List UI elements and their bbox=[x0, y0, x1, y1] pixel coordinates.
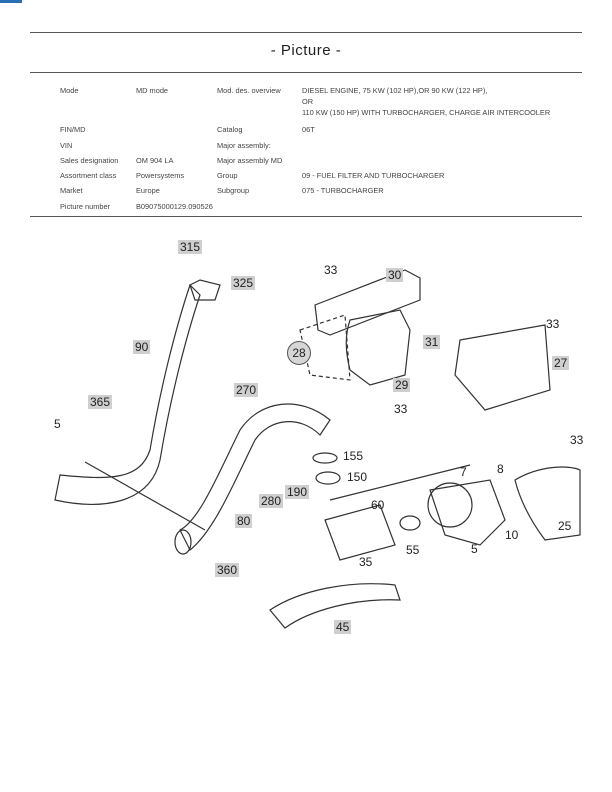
callout-5: 5 bbox=[471, 542, 478, 556]
callout-80: 80 bbox=[235, 514, 253, 528]
pipe-80 bbox=[179, 403, 331, 551]
overview-line-1: DIESEL ENGINE, 75 KW (102 HP),OR 90 KW (… bbox=[302, 86, 488, 95]
flange-325 bbox=[189, 279, 221, 301]
callout-10: 10 bbox=[505, 528, 519, 542]
callout-28: 28 bbox=[287, 341, 311, 365]
parts-diagram bbox=[54, 269, 581, 629]
callout-31: 31 bbox=[423, 335, 441, 349]
callout-55: 55 bbox=[406, 543, 420, 557]
hose-45 bbox=[269, 583, 401, 629]
callout-partial: 5 bbox=[54, 417, 61, 431]
group-label: Group bbox=[217, 171, 238, 180]
subgroup-value: 075 - TURBOCHARGER bbox=[302, 186, 384, 195]
vin-label: VIN bbox=[60, 141, 73, 150]
callout-7: 7 bbox=[460, 465, 467, 479]
seal-155 bbox=[312, 452, 338, 464]
heat-shield-27 bbox=[454, 324, 551, 411]
clamp-150 bbox=[315, 471, 341, 485]
mode-value: MD mode bbox=[136, 86, 169, 95]
assortment-label: Assortment class bbox=[60, 171, 117, 180]
table-divider bbox=[30, 216, 582, 217]
major-assembly-label: Major assembly: bbox=[217, 141, 271, 150]
overview-label: Mod. des. overview bbox=[217, 86, 281, 95]
picture-number-value: B09075000129.090526 bbox=[136, 202, 213, 211]
callout-27: 27 bbox=[552, 356, 570, 370]
top-divider bbox=[30, 32, 582, 33]
fin-label: FIN/MD bbox=[60, 125, 86, 134]
callout-270: 270 bbox=[234, 383, 259, 397]
market-label: Market bbox=[60, 186, 83, 195]
callout-30: 30 bbox=[386, 268, 404, 282]
subgroup-label: Subgroup bbox=[217, 186, 250, 195]
clamp-55 bbox=[399, 515, 421, 531]
catalog-value: 06T bbox=[302, 125, 315, 134]
callout-35: 35 bbox=[359, 555, 373, 569]
leader-line bbox=[84, 461, 206, 531]
heat-shield-29 bbox=[345, 309, 411, 386]
callout-90: 90 bbox=[133, 340, 151, 354]
turbocharger-housing bbox=[427, 482, 473, 528]
callout-33: 33 bbox=[324, 263, 338, 277]
page-title: - Picture - bbox=[270, 42, 342, 59]
mode-label: Mode bbox=[60, 86, 79, 95]
callout-33: 33 bbox=[546, 317, 560, 331]
callout-280: 280 bbox=[259, 494, 284, 508]
callout-25: 25 bbox=[558, 519, 572, 533]
callout-150: 150 bbox=[347, 470, 368, 484]
callout-60: 60 bbox=[371, 498, 385, 512]
major-assembly-md-label: Major assembly MD bbox=[217, 156, 283, 165]
hose-35 bbox=[324, 504, 396, 561]
catalog-label: Catalog bbox=[217, 125, 243, 134]
assortment-value: Powersystems bbox=[136, 171, 185, 180]
title-divider bbox=[30, 72, 582, 73]
overview-line-3: 110 KW (150 HP) WITH TURBOCHARGER, CHARG… bbox=[302, 108, 551, 117]
callout-45: 45 bbox=[334, 620, 352, 634]
market-value: Europe bbox=[136, 186, 160, 195]
callout-33: 33 bbox=[394, 402, 408, 416]
callout-365: 365 bbox=[88, 395, 113, 409]
sales-value: OM 904 LA bbox=[136, 156, 174, 165]
picture-number-label: Picture number bbox=[60, 202, 111, 211]
callout-155: 155 bbox=[343, 449, 364, 463]
sales-label: Sales designation bbox=[60, 156, 119, 165]
scan-corner-mark bbox=[0, 0, 22, 3]
pipe-80-end bbox=[174, 529, 192, 555]
callout-190: 190 bbox=[285, 485, 310, 499]
callout-325: 325 bbox=[231, 276, 256, 290]
leader-line-2 bbox=[329, 464, 471, 501]
group-value: 09 - FUEL FILTER AND TURBOCHARGER bbox=[302, 171, 445, 180]
turbocharger-body bbox=[429, 479, 506, 546]
heat-shield-25 bbox=[514, 466, 581, 541]
heat-shield-30 bbox=[314, 269, 421, 336]
callout-29: 29 bbox=[393, 378, 411, 392]
overview-line-2: OR bbox=[302, 97, 314, 106]
callout-33: 33 bbox=[570, 433, 584, 447]
pipe-90 bbox=[54, 283, 201, 505]
callout-360: 360 bbox=[215, 563, 240, 577]
callout-315: 315 bbox=[178, 240, 203, 254]
callout-8: 8 bbox=[497, 462, 504, 476]
